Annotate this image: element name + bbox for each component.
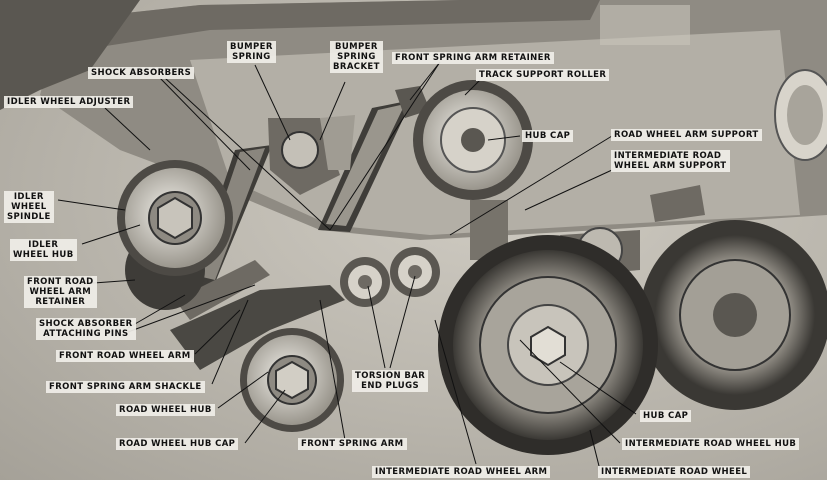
label-road-wheel-hub: ROAD WHEEL HUB bbox=[116, 404, 215, 416]
front-road-wheel-arm bbox=[170, 260, 345, 370]
label-bumper-spring-bracket: BUMPER SPRING BRACKET bbox=[330, 41, 383, 73]
label-shock-absorber-attaching-pins: SHOCK ABSORBER ATTACHING PINS bbox=[36, 318, 136, 340]
label-intermediate-road-wheel: INTERMEDIATE ROAD WHEEL bbox=[598, 466, 751, 478]
label-bumper-spring: BUMPER SPRING bbox=[227, 41, 276, 63]
label-idler-wheel-adjuster: IDLER WHEEL ADJUSTER bbox=[4, 96, 134, 108]
label-road-wheel-arm-support: ROAD WHEEL ARM SUPPORT bbox=[611, 129, 762, 141]
label-road-wheel-hub-cap: ROAD WHEEL HUB CAP bbox=[116, 438, 239, 450]
label-torsion-bar-end-plugs: TORSION BAR END PLUGS bbox=[352, 370, 429, 392]
label-front-spring-arm: FRONT SPRING ARM bbox=[298, 438, 407, 450]
label-intermediate-road-wheel-hub: INTERMEDIATE ROAD WHEEL HUB bbox=[622, 438, 800, 450]
label-intermediate-road-wheel-arm: INTERMEDIATE ROAD WHEEL ARM bbox=[372, 466, 551, 478]
bumper-spring bbox=[268, 115, 355, 195]
label-intermediate-road-wheel-arm-support: INTERMEDIATE ROAD WHEEL ARM SUPPORT bbox=[611, 150, 730, 172]
label-front-spring-arm-retainer: FRONT SPRING ARM RETAINER bbox=[392, 52, 554, 64]
torsion-bar-end-plugs bbox=[340, 247, 440, 307]
rear-road-wheel bbox=[640, 220, 827, 410]
leader-lines bbox=[57, 61, 637, 471]
label-front-road-wheel-arm-retainer: FRONT ROAD WHEEL ARM RETAINER bbox=[24, 276, 97, 308]
road-wheel-hub bbox=[240, 328, 344, 432]
label-shock-absorbers: SHOCK ABSORBERS bbox=[88, 67, 195, 79]
track-support-roller bbox=[413, 80, 533, 200]
label-idler-wheel-spindle: IDLER WHEEL SPINDLE bbox=[4, 191, 54, 223]
intermediate-road-wheel bbox=[438, 235, 658, 455]
label-hub-cap-bottom: HUB CAP bbox=[640, 410, 692, 422]
label-front-road-wheel-arm: FRONT ROAD WHEEL ARM bbox=[56, 350, 194, 362]
label-hub-cap-top: HUB CAP bbox=[522, 130, 574, 142]
label-idler-wheel-hub: IDLER WHEEL HUB bbox=[10, 239, 77, 261]
idler-wheel bbox=[117, 160, 233, 310]
label-front-spring-arm-shackle: FRONT SPRING ARM SHACKLE bbox=[46, 381, 205, 393]
rear-roller bbox=[774, 69, 827, 161]
label-track-support-roller: TRACK SUPPORT ROLLER bbox=[476, 69, 610, 81]
